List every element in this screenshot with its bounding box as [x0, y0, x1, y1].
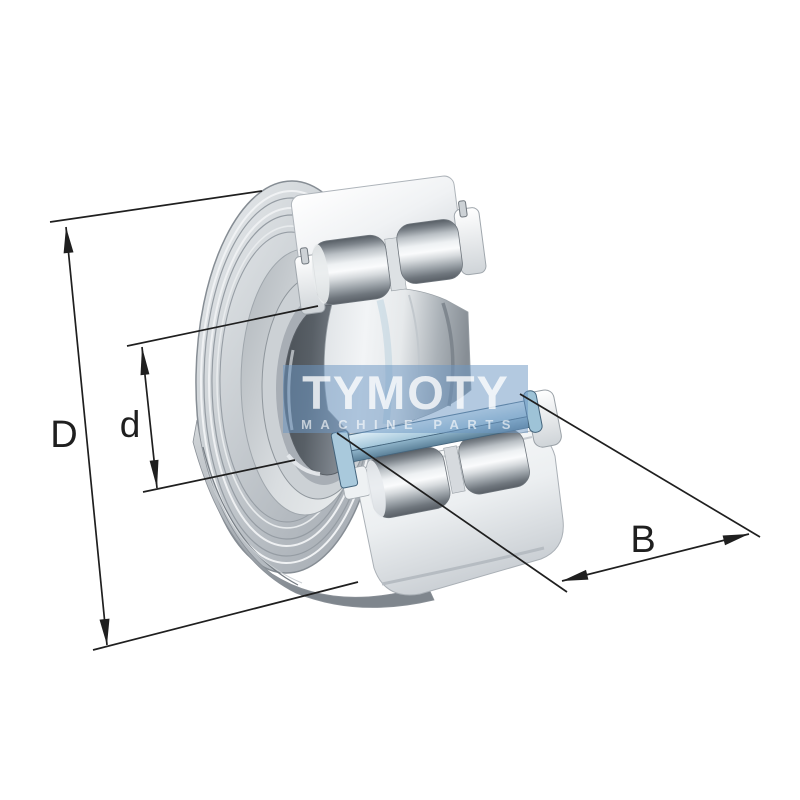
dim-D-extension-top	[49, 190, 263, 223]
cage-rib	[443, 445, 466, 494]
dim-d-arrow-top	[140, 347, 150, 376]
dim-B-extension-left	[336, 432, 568, 593]
dimension-B: B	[336, 393, 761, 593]
cage-pin-left	[299, 247, 310, 265]
dimension-D: D	[49, 190, 359, 651]
dim-B-line	[561, 533, 750, 582]
bottom-plate-shadow	[381, 546, 545, 586]
dim-d-extension-top	[126, 305, 319, 347]
od-band-groove	[206, 471, 303, 584]
top-cutaway	[290, 175, 487, 315]
top-roller-2	[396, 219, 463, 284]
dimension-annotations: D d B	[49, 190, 761, 651]
watermark-subtitle: MACHINE PARTS	[301, 417, 519, 432]
od-band-groove	[202, 446, 299, 586]
dim-D-label: D	[50, 414, 77, 456]
od-band-surface	[192, 419, 435, 608]
watermark: TYMOTY MACHINE PARTS	[283, 365, 528, 433]
watermark-band	[283, 365, 528, 433]
dim-D-arrow-top	[63, 227, 74, 254]
dim-B-extension-right	[519, 393, 761, 538]
bottom-roller-1-end	[366, 460, 386, 518]
dim-D-line	[65, 226, 108, 646]
dim-D-arrow-bottom	[99, 618, 110, 645]
outer-ring-od-band	[192, 419, 435, 608]
top-roller-1-end	[311, 244, 330, 304]
dim-B-arrow-left	[562, 569, 589, 581]
dim-d-extension-bottom	[142, 459, 296, 493]
dim-d-label: d	[120, 404, 141, 445]
dim-B-label: B	[630, 519, 655, 561]
watermark-title: TYMOTY	[302, 366, 510, 419]
dim-B-arrow-right	[722, 534, 749, 546]
dim-d-arrow-bottom	[149, 459, 159, 488]
dimension-d: d	[120, 305, 319, 493]
dim-D-extension-bottom	[92, 581, 359, 651]
bore-rim-highlight	[286, 453, 321, 476]
cage-pin-right	[458, 200, 468, 218]
